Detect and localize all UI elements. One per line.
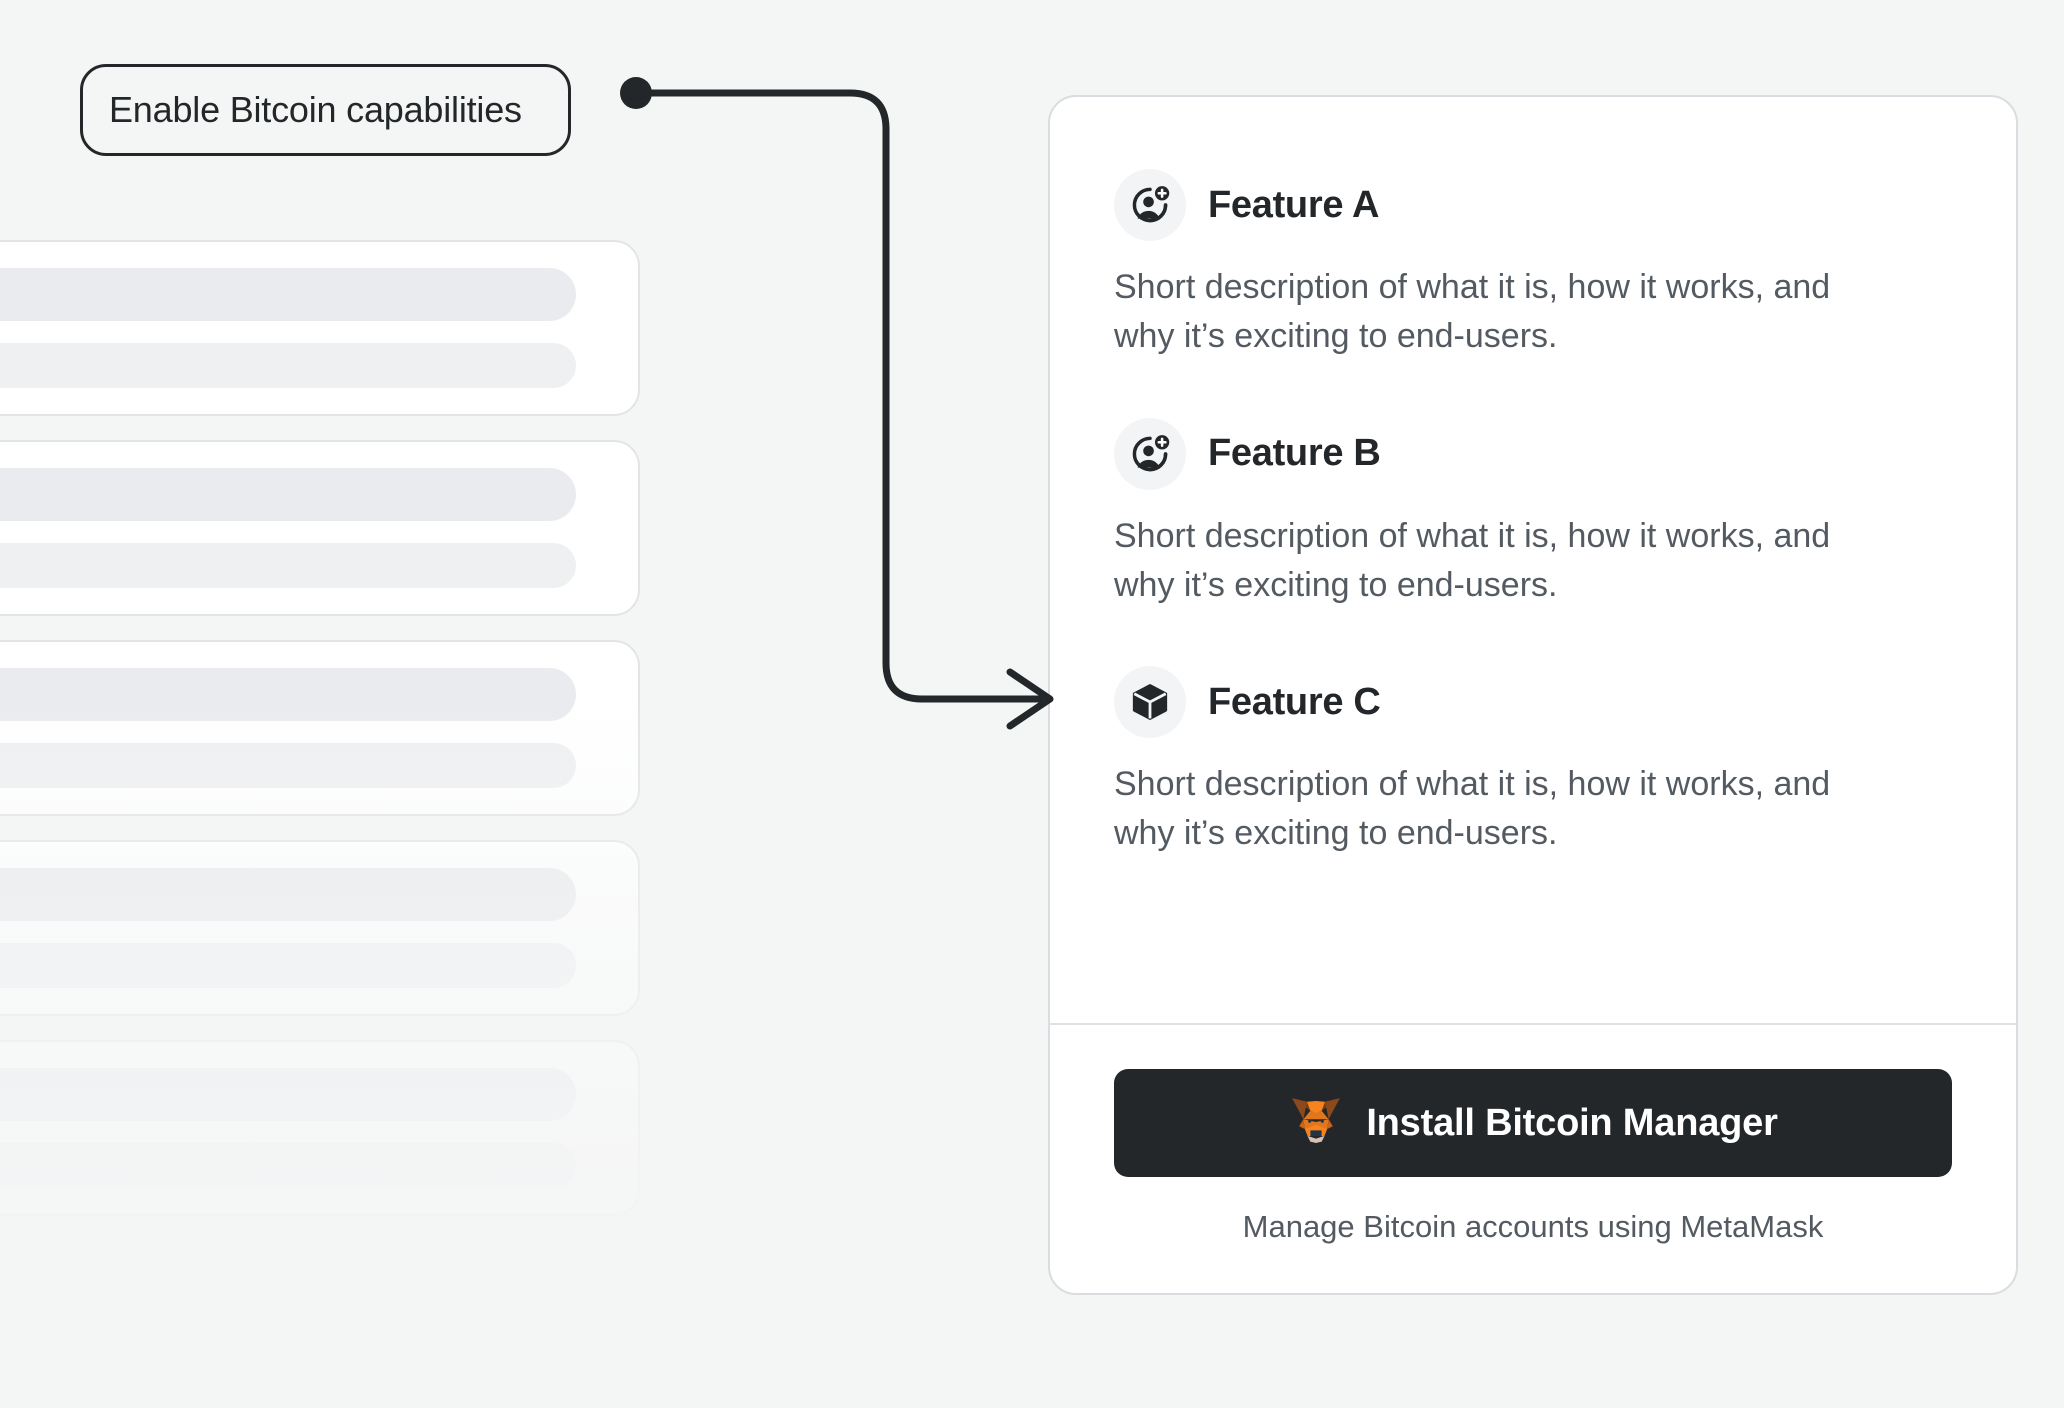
skeleton-card [0,1040,640,1216]
skeleton-card [0,240,640,416]
feature-title: Feature B [1208,432,1381,475]
install-bitcoin-manager-button[interactable]: Install Bitcoin Manager [1114,1069,1952,1177]
feature-title: Feature A [1208,183,1380,226]
skeleton-bar [0,742,577,788]
feature-description: Short description of what it is, how it … [1114,765,1831,853]
footer-note: Manage Bitcoin accounts using MetaMask [1242,1209,1824,1244]
card-footer: Install Bitcoin Manager Manage Bitcoin a… [1050,1025,2016,1293]
feature-header: Feature C [1114,666,1952,739]
feature-description: Short description of what it is, how it … [1114,516,1831,604]
skeleton-bar [0,868,577,921]
add-account-icon [1114,169,1186,241]
add-account-icon [1114,417,1186,490]
skeleton-bar [0,942,577,988]
skeleton-card [0,440,640,616]
feature-description: Short description of what it is, how it … [1114,268,1831,356]
skeleton-card [0,840,640,1016]
skeleton-bar [0,668,577,721]
cube-icon [1114,666,1186,739]
skeleton-card [0,640,640,816]
install-button-label: Install Bitcoin Manager [1366,1101,1778,1144]
feature-title: Feature C [1208,680,1381,723]
skeleton-bar [0,1142,577,1188]
feature-item-b: Feature B Short description of what it i… [1114,417,1952,611]
feature-item-a: Feature A Short description of what it i… [1114,169,1952,362]
feature-list: Feature A Short description of what it i… [1050,97,2016,1023]
callout-pill: Enable Bitcoin capabilities [80,64,571,156]
connector-dot-icon [620,77,652,109]
feature-header: Feature A [1114,169,1952,241]
feature-header: Feature B [1114,417,1952,490]
feature-item-c: Feature C Short description of what it i… [1114,666,1952,859]
skeleton-bar [0,268,577,321]
card-divider [1050,1023,2016,1025]
skeleton-list [0,240,640,1408]
skeleton-bar [0,342,577,388]
skeleton-bar [0,542,577,588]
feature-card: Feature A Short description of what it i… [1048,95,2018,1295]
callout-label: Enable Bitcoin capabilities [109,89,522,130]
skeleton-bar [0,1068,577,1121]
metamask-fox-icon [1288,1095,1344,1152]
skeleton-bar [0,468,577,521]
